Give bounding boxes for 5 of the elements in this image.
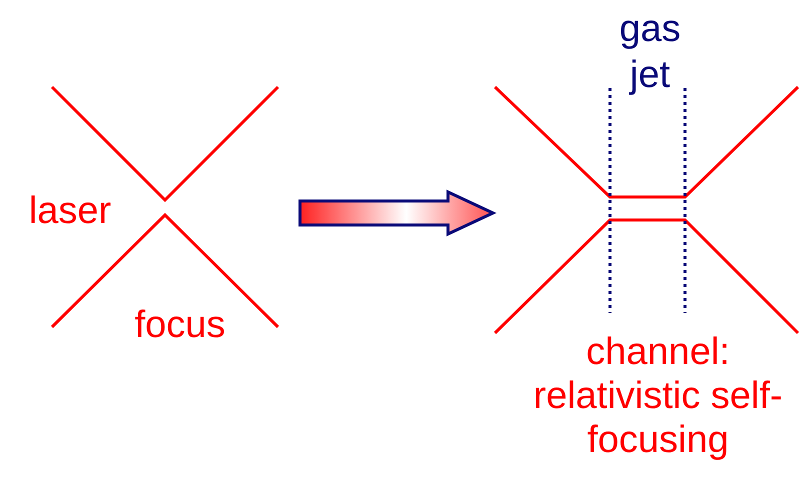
diagram-label: gas jet xyxy=(618,7,682,98)
diagram-label: focus xyxy=(134,303,226,348)
diagram-label: laser xyxy=(28,189,112,234)
diagram-label: channel: relativistic self-focusing xyxy=(532,330,784,462)
block-arrow xyxy=(298,190,497,236)
